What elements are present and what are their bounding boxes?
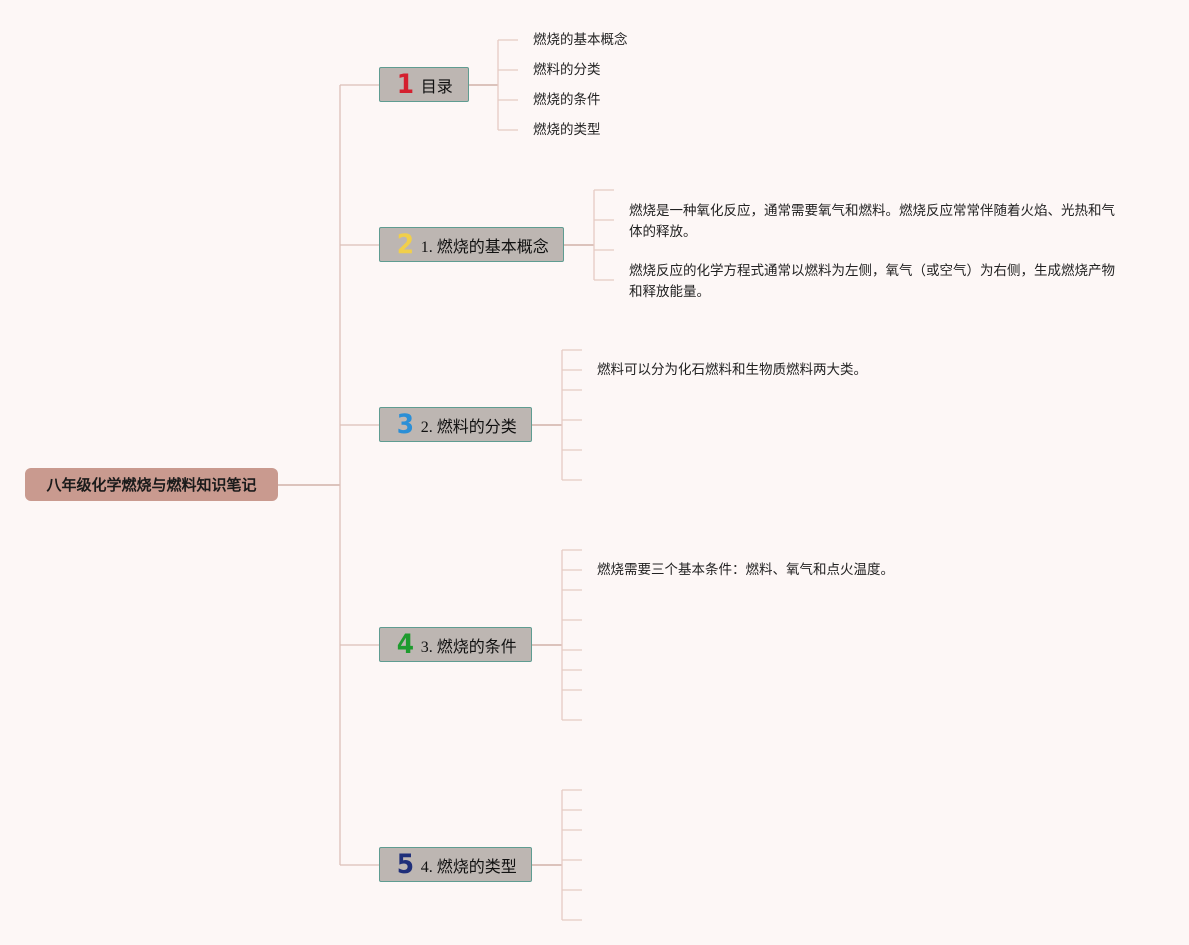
number-1-icon: 1 (396, 69, 415, 100)
branch-combustion-conditions[interactable]: 4 3. 燃烧的条件 (379, 627, 532, 662)
branch-combustion-conditions-label: 3. 燃烧的条件 (420, 638, 517, 656)
branch-combustion-types-label: 4. 燃烧的类型 (420, 858, 517, 876)
branch-fuel-classification-label: 2. 燃料的分类 (420, 418, 517, 436)
leaf-fuel-classification-text[interactable]: 燃料可以分为化石燃料和生物质燃料两大类。 (597, 362, 867, 378)
number-4-icon: 4 (396, 629, 415, 660)
leaf-basic-concept-definition[interactable]: 燃烧是一种氧化反应，通常需要氧气和燃料。燃烧反应常常伴随着火焰、光热和气体的释放… (629, 203, 1115, 240)
leaf-toc-combustion-types[interactable]: 燃烧的类型 (533, 122, 601, 138)
root-topic[interactable]: 八年级化学燃烧与燃料知识笔记 (25, 468, 278, 501)
leaf-toc-fuel-classification[interactable]: 燃料的分类 (533, 62, 601, 78)
leaf-toc-combustion-conditions[interactable]: 燃烧的条件 (533, 92, 601, 108)
number-3-icon: 3 (396, 409, 415, 440)
leaf-combustion-conditions-text[interactable]: 燃烧需要三个基本条件：燃料、氧气和点火温度。 (597, 562, 894, 578)
branch-basic-concept[interactable]: 2 1. 燃烧的基本概念 (379, 227, 564, 262)
branch-toc-label: 目录 (420, 78, 453, 96)
connector-b2-bracket (593, 189, 614, 281)
branch-fuel-classification[interactable]: 3 2. 燃料的分类 (379, 407, 532, 442)
leaf-toc-basic-concept[interactable]: 燃烧的基本概念 (533, 32, 628, 48)
branch-toc[interactable]: 1 目录 (379, 67, 469, 102)
connector-b5-bracket (561, 789, 582, 921)
number-2-icon: 2 (396, 229, 415, 260)
number-5-icon: 5 (396, 849, 415, 880)
root-topic-label: 八年级化学燃烧与燃料知识笔记 (46, 476, 257, 494)
connector-b1-bracket (497, 39, 518, 131)
leaf-basic-concept-equation[interactable]: 燃烧反应的化学方程式通常以燃料为左侧，氧气（或空气）为右侧，生成燃烧产物和释放能… (629, 263, 1115, 300)
connector-b4-bracket (561, 549, 582, 721)
branch-combustion-types[interactable]: 5 4. 燃烧的类型 (379, 847, 532, 882)
connector-b3-bracket (561, 349, 582, 481)
branch-basic-concept-label: 1. 燃烧的基本概念 (420, 238, 549, 256)
